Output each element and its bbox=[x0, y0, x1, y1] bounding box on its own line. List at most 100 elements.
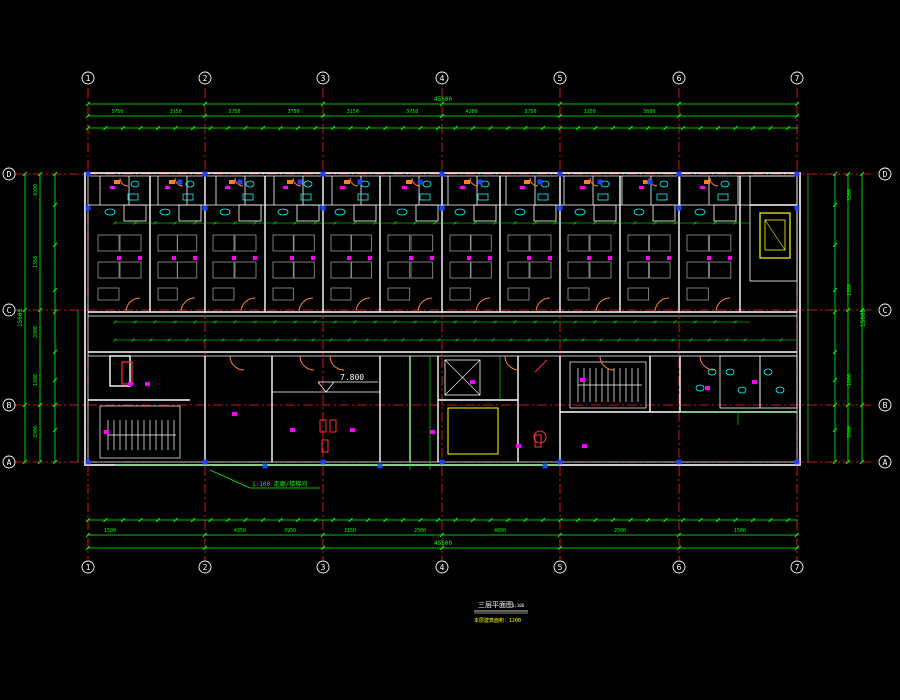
grid-bubble-A-right: A bbox=[878, 455, 892, 469]
title-block: 三层平面图 1:100 本层建筑面积：1200 bbox=[474, 601, 528, 624]
svg-text:A: A bbox=[7, 458, 12, 467]
svg-text:C: C bbox=[883, 306, 888, 315]
bottom-span-label: 1500 bbox=[104, 528, 116, 534]
svg-text:C: C bbox=[7, 306, 12, 315]
top-span-label: 3600 bbox=[643, 109, 655, 115]
structural-columns bbox=[85, 171, 800, 469]
grid-bubble-D-left: D bbox=[2, 167, 16, 181]
grid-bubble-C-right: C bbox=[878, 303, 892, 317]
grid-bubble-6-top: 6 bbox=[672, 71, 686, 85]
svg-text:6: 6 bbox=[677, 563, 682, 572]
grid-bubble-2-bottom: 2 bbox=[198, 560, 212, 574]
top-span-label: 3150 bbox=[170, 109, 182, 115]
svg-text:B: B bbox=[7, 401, 12, 410]
svg-text:A: A bbox=[883, 458, 888, 467]
grid-bubble-B-left: B bbox=[2, 398, 16, 412]
grid-bubble-1-bottom: 1 bbox=[81, 560, 95, 574]
top-span-label: 3750 bbox=[111, 109, 123, 115]
top-span-label: 4200 bbox=[465, 109, 477, 115]
top-span-label: 3750 bbox=[228, 109, 240, 115]
doors bbox=[114, 177, 731, 453]
left-segment-labels: 4200 1350 3900 1800 3900 bbox=[33, 184, 39, 438]
top-span-label: 3750 bbox=[287, 109, 299, 115]
top-span-label: 3150 bbox=[584, 109, 596, 115]
left-overall-dimension: 15600 bbox=[17, 309, 24, 327]
left-segment-label: 3900 bbox=[33, 326, 39, 338]
bottom-span-labels: 1500 4350 3950 3150 2500 4800 2500 1500 bbox=[104, 528, 746, 534]
right-segment-label: 1350 bbox=[847, 284, 853, 296]
bottom-span-label: 3150 bbox=[344, 528, 356, 534]
grid-bubble-7-top: 7 bbox=[790, 71, 804, 85]
plan-scale: 1:100 bbox=[512, 603, 525, 608]
top-span-label: 3150 bbox=[347, 109, 359, 115]
level-marker-text: 7.800 bbox=[340, 373, 364, 382]
svg-text:3: 3 bbox=[321, 563, 326, 572]
top-span-label: 3750 bbox=[406, 109, 418, 115]
left-segment-label: 1350 bbox=[33, 256, 39, 268]
bottom-span-label: 2500 bbox=[614, 528, 626, 534]
level-marker: 7.800 bbox=[317, 373, 378, 393]
left-segment-label: 1800 bbox=[33, 374, 39, 386]
svg-text:2: 2 bbox=[203, 74, 208, 83]
elevators bbox=[444, 212, 791, 455]
corridor-note: 1:100 走廊/楼梯间 bbox=[209, 469, 320, 489]
left-segment-label: 4200 bbox=[33, 184, 39, 196]
bottom-span-label: 4350 bbox=[234, 528, 246, 534]
grid-bubble-D-right: D bbox=[878, 167, 892, 181]
svg-text:D: D bbox=[7, 170, 12, 179]
svg-text:7: 7 bbox=[795, 74, 800, 83]
bottom-span-label: 3950 bbox=[284, 528, 296, 534]
svg-text:B: B bbox=[883, 401, 888, 410]
plan-title: 三层平面图 bbox=[478, 601, 513, 609]
sanitary-fixtures bbox=[104, 180, 785, 394]
svg-text:1: 1 bbox=[86, 74, 91, 83]
dimension-lines bbox=[24, 103, 863, 549]
room-tags bbox=[104, 186, 757, 448]
grid-bubble-5-bottom: 5 bbox=[553, 560, 567, 574]
top-span-labels: 3750 3150 3750 3750 3150 3750 4200 3750 3150 3600 bbox=[111, 109, 655, 115]
grid-bubble-A-left: A bbox=[2, 455, 16, 469]
bottom-span-label: 2500 bbox=[414, 528, 426, 534]
bottom-overall-dimension: 45600 bbox=[434, 540, 452, 547]
right-segment-label: 1800 bbox=[847, 374, 853, 386]
grid-bubble-4-top: 4 bbox=[435, 71, 449, 85]
upper-room-partitions bbox=[149, 176, 741, 312]
grid-bubble-3-top: 3 bbox=[316, 71, 330, 85]
office-desks bbox=[97, 234, 732, 301]
svg-text:7: 7 bbox=[795, 563, 800, 572]
dimension-ticks bbox=[22, 101, 865, 551]
bottom-span-label: 1500 bbox=[734, 528, 746, 534]
top-span-label: 3750 bbox=[524, 109, 536, 115]
stairs bbox=[99, 361, 647, 459]
svg-text:D: D bbox=[883, 170, 888, 179]
svg-text:3: 3 bbox=[321, 74, 326, 83]
grid-bubble-5-top: 5 bbox=[553, 71, 567, 85]
grid-axis-lines bbox=[15, 88, 872, 560]
grid-bubble-B-right: B bbox=[878, 398, 892, 412]
svg-text:1: 1 bbox=[86, 563, 91, 572]
svg-text:6: 6 bbox=[677, 74, 682, 83]
bottom-span-label: 4800 bbox=[494, 528, 506, 534]
right-segment-labels: 3200 1350 1800 3900 bbox=[847, 189, 853, 438]
right-segment-label: 3900 bbox=[847, 426, 853, 438]
svg-text:4: 4 bbox=[440, 563, 445, 572]
grid-bubble-3-bottom: 3 bbox=[316, 560, 330, 574]
right-overall-dimension: 15600 bbox=[860, 309, 867, 327]
right-segment-label: 3200 bbox=[847, 189, 853, 201]
grid-bubble-C-left: C bbox=[2, 303, 16, 317]
left-segment-label: 3900 bbox=[33, 426, 39, 438]
grid-bubble-1-top: 1 bbox=[81, 71, 95, 85]
corridor-note-text: 1:100 走廊/楼梯间 bbox=[252, 480, 307, 488]
svg-text:5: 5 bbox=[558, 563, 563, 572]
svg-text:2: 2 bbox=[203, 563, 208, 572]
plan-subtitle: 本层建筑面积：1200 bbox=[474, 617, 521, 624]
svg-text:5: 5 bbox=[558, 74, 563, 83]
grid-bubble-2-top: 2 bbox=[198, 71, 212, 85]
svg-text:4: 4 bbox=[440, 74, 445, 83]
interior-dimension-marks bbox=[77, 174, 809, 470]
grid-bubble-4-bottom: 4 bbox=[435, 560, 449, 574]
top-overall-dimension: 45600 bbox=[434, 96, 452, 103]
grid-bubble-6-bottom: 6 bbox=[672, 560, 686, 574]
